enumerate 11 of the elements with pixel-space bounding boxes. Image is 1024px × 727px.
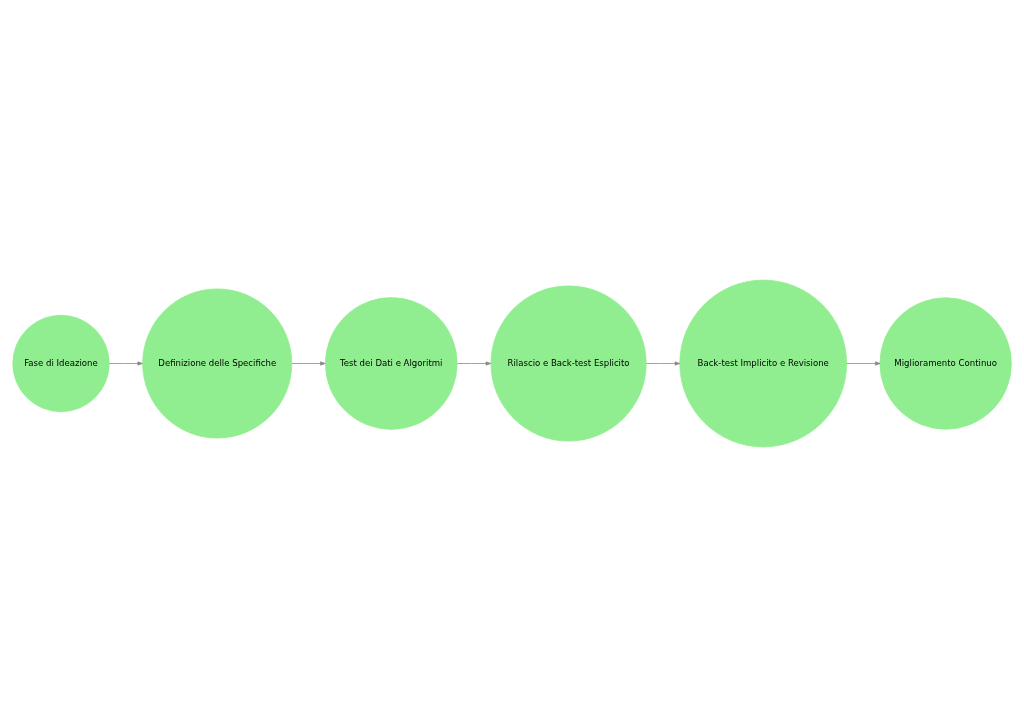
arrow: [457, 361, 492, 366]
arrow: [646, 361, 681, 366]
node-circle: Definizione delle Specifiche: [142, 288, 293, 439]
node-circle: Rilascio e Back-test Esplicito: [490, 285, 647, 442]
node-circle: Test dei Dati e Algoritmi: [325, 297, 458, 430]
node-circle: Miglioramento Continuo: [879, 297, 1012, 430]
arrow: [846, 361, 881, 366]
arrow: [109, 361, 143, 366]
node-circle: Fase di Ideazione: [12, 314, 110, 413]
arrow: [291, 361, 326, 366]
node-circle: Back-test Implicito e Revisione: [679, 279, 847, 448]
